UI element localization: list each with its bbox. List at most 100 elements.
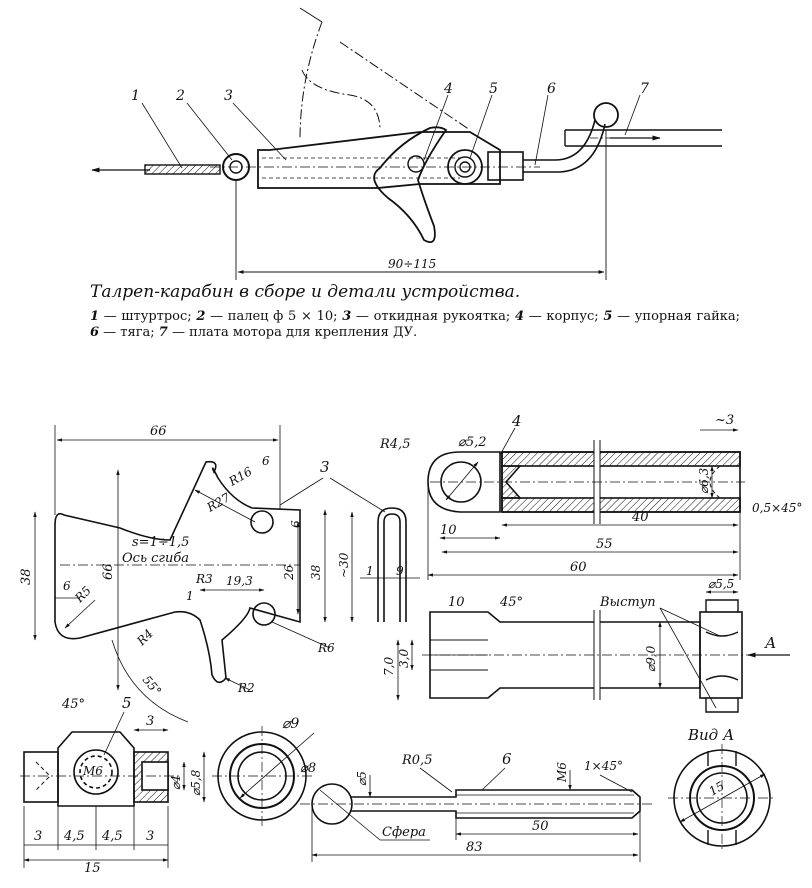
body-bottom-ledge: Выступ bbox=[599, 595, 656, 610]
leader-part3-a bbox=[279, 477, 324, 506]
legend-item-number: 2 bbox=[196, 309, 206, 324]
nut-dim-45-a: 4,5 bbox=[63, 829, 85, 844]
nut-dim-58-label: ⌀5,8 bbox=[189, 769, 203, 796]
body-detail-labels: 4 R4,5 ⌀5,2 ~3 ⌀6,3 0,5×45° 10 40 55 60 bbox=[379, 412, 802, 575]
body-ledge-top bbox=[705, 599, 739, 637]
leader-3 bbox=[232, 102, 287, 161]
body-bottom-angle: 45° bbox=[499, 595, 523, 610]
callout-1: 1 bbox=[131, 88, 140, 104]
body-dim-40: 40 bbox=[631, 510, 649, 525]
nut-dim-3-left: 3 bbox=[34, 829, 42, 844]
leader-2 bbox=[186, 102, 233, 161]
handle-side-view bbox=[377, 507, 407, 622]
handle-swing-arc-2 bbox=[299, 7, 323, 23]
handle-hole-bottom bbox=[252, 602, 276, 626]
nut-angle: 45° bbox=[61, 697, 85, 712]
handle-side-dim-30: ~30 bbox=[337, 552, 351, 578]
rod-dim-chamfer: 1×45° bbox=[584, 759, 623, 773]
handle-swing-arc bbox=[299, 21, 323, 141]
leader-part3-b bbox=[329, 477, 386, 513]
legend-item: 1 — штуртрос; bbox=[90, 309, 196, 324]
legend-item-text: — упорная гайка; bbox=[612, 309, 741, 324]
handle-dim-19: 19,3 bbox=[226, 574, 253, 588]
rod-r05-leader bbox=[419, 767, 453, 793]
rod-dim-50: 50 bbox=[532, 819, 549, 834]
handle-blank-outline bbox=[54, 460, 301, 684]
handle-dim-1: 1 bbox=[186, 589, 194, 603]
figure-caption: Талреп-карабин в сборе и детали устройст… bbox=[90, 282, 740, 341]
view-a-dim-15-label: 15 bbox=[707, 779, 727, 799]
legend-item-number: 1 bbox=[90, 309, 100, 324]
view-a-ledge-bottom bbox=[707, 830, 737, 845]
legend-item: 6 — тяга; bbox=[90, 325, 159, 340]
body-tube-bottom-hatch bbox=[501, 497, 741, 513]
legend-item-text: — палец ф 5 × 10; bbox=[205, 309, 343, 324]
rod-dim-83: 83 bbox=[466, 840, 483, 855]
body-dim-10: 10 bbox=[440, 523, 457, 538]
legend-item: 5 — упорная гайка; bbox=[603, 309, 740, 324]
motor-plate bbox=[564, 129, 722, 147]
legend-item: 2 — палец ф 5 × 10; bbox=[196, 309, 342, 324]
body-dim-d63: ⌀6,3 bbox=[697, 467, 711, 494]
body-ledge-leader-2 bbox=[659, 607, 717, 709]
dim-55-arc bbox=[111, 639, 189, 723]
nut-core bbox=[459, 161, 471, 173]
dim-r5-leader bbox=[64, 599, 96, 629]
handle-pin bbox=[407, 155, 425, 173]
view-a-title: Вид А bbox=[687, 726, 734, 744]
handle-side-dim-1: 1 bbox=[366, 564, 374, 578]
handle-dim-38-left: 38 bbox=[19, 568, 34, 585]
cable-hatched bbox=[144, 164, 221, 175]
body-dim-60: 60 bbox=[570, 560, 587, 575]
caption-legend: 1 — штуртрос; 2 — палец ф 5 × 10; 3 — от… bbox=[90, 309, 740, 341]
handle-dim-r27: R27 bbox=[204, 490, 233, 515]
body-ledge-leader-1 bbox=[659, 607, 721, 637]
handle-dim-r2: R2 bbox=[237, 681, 255, 695]
nut-part-no: 5 bbox=[122, 694, 132, 712]
assembly-labels: 1 2 3 4 5 6 7 90÷115 bbox=[131, 81, 649, 271]
legend-item-text: — откидная рукоятка; bbox=[351, 309, 515, 324]
ring-dim-9-label: ⌀9 bbox=[282, 716, 299, 732]
callout-4: 4 bbox=[443, 81, 453, 97]
callout-3: 3 bbox=[224, 88, 233, 104]
rod-sphere-leader bbox=[319, 789, 381, 841]
view-a-dim-15 bbox=[679, 773, 766, 823]
legend-item: 3 — откидная рукоятка; bbox=[342, 309, 515, 324]
leader-5 bbox=[469, 94, 493, 159]
handle-dim-6-right: 6 bbox=[289, 520, 303, 528]
rod-ball bbox=[593, 102, 619, 128]
body-dim-55: 55 bbox=[596, 537, 613, 552]
legend-item-number: 5 bbox=[603, 309, 613, 324]
body-bore-end bbox=[709, 465, 721, 499]
rod-dim-r05: R0,5 bbox=[401, 753, 432, 768]
nut-dim-3-right: 3 bbox=[146, 829, 154, 844]
legend-item-number: 7 bbox=[158, 325, 168, 340]
view-a-ledge-top bbox=[707, 751, 737, 766]
body-bottom-view bbox=[396, 590, 790, 713]
body-bottom-d10: 10 bbox=[448, 595, 465, 610]
legend-item-number: 4 bbox=[514, 309, 525, 324]
rod-sphere-label: Сфера bbox=[382, 825, 426, 840]
handle-dim-38-right: 38 bbox=[309, 564, 323, 580]
rod-sleeve bbox=[487, 151, 524, 181]
body-bottom-d30: 3,0 bbox=[397, 649, 411, 668]
legend-item-text: — плата мотора для крепления ДУ. bbox=[167, 325, 418, 340]
body-bottom-d90: ⌀9,0 bbox=[644, 645, 658, 672]
legend-item: 4 — корпус; bbox=[515, 309, 603, 324]
body-dim-52 bbox=[445, 461, 479, 501]
caption-title: Талреп-карабин в сборе и детали устройст… bbox=[90, 282, 521, 302]
leader-7 bbox=[624, 94, 641, 136]
handle-thickness: s=1÷1,5 bbox=[132, 535, 189, 550]
rod-detail-labels: ⌀8 ⌀5 R0,5 6 М6 1×45° 50 83 Сфера bbox=[300, 750, 623, 855]
handle-dim-r6: R6 bbox=[317, 641, 335, 655]
handle-dim-r16: R16 bbox=[226, 464, 255, 489]
handle-open-line bbox=[339, 41, 471, 131]
nut-flange-left bbox=[23, 751, 59, 803]
ring-detail bbox=[212, 726, 315, 826]
nut-dim-4-label: ⌀4 bbox=[169, 775, 183, 790]
handle-hole-top bbox=[250, 510, 274, 534]
rod-leader-6 bbox=[481, 767, 506, 791]
nut-detail-labels: 45° 5 3 М6 ⌀4 ⌀5,8 3 4,5 4,5 3 15 bbox=[34, 694, 203, 876]
leader-1 bbox=[141, 102, 183, 169]
nut-dim-3-top-label: 3 bbox=[146, 714, 154, 729]
